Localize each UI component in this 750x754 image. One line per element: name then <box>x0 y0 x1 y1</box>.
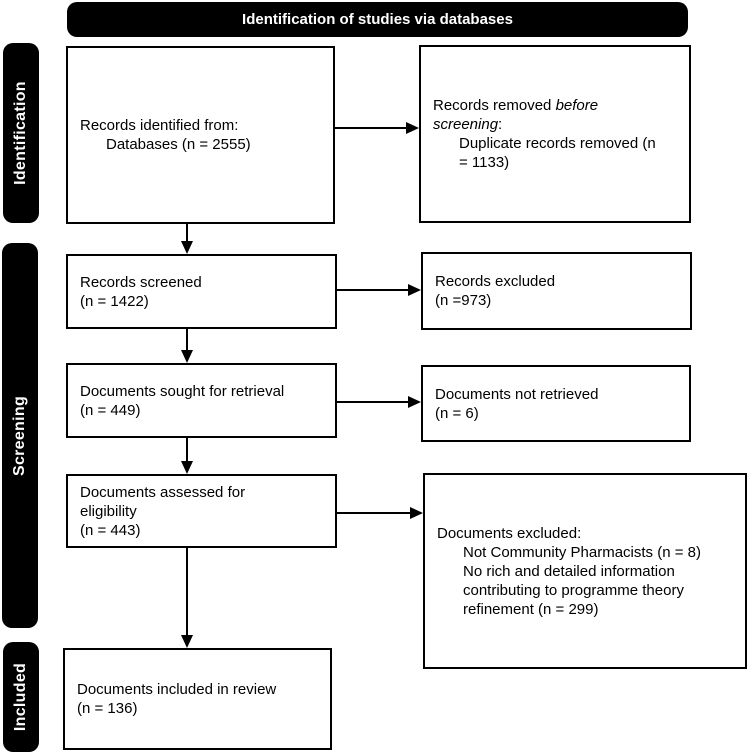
arrowhead-right-icon <box>410 507 423 519</box>
box-text-line: Documents excluded: <box>437 524 582 542</box>
box-text-line: Records removed before <box>433 97 599 114</box>
box-text-line: Databases (n = 2555) <box>106 136 251 153</box>
box-text-line: contributing to programme theory <box>463 581 684 599</box>
box-text-line: Records screened <box>80 273 202 291</box>
header-banner-label: Identification of studies via databases <box>242 11 513 28</box>
box-text-line: eligibility <box>80 502 137 520</box>
arrowhead-right-icon <box>408 284 421 296</box>
box-text-line: Documents not retrieved <box>435 385 599 403</box>
box-documents-excluded: Documents excluded: Not Community Pharma… <box>423 473 747 669</box>
box-text-line: refinement (n = 299) <box>463 600 599 618</box>
arrowhead-down-icon <box>181 461 193 474</box>
arrowhead-right-icon <box>408 396 421 408</box>
arrow-line <box>337 512 411 514</box>
arrowhead-down-icon <box>181 635 193 648</box>
stage-label-included-text: Included <box>12 662 29 732</box>
box-text-line: Records identified from: <box>80 117 239 134</box>
box-text-line: (n =973) <box>435 292 492 309</box>
box-text-line: Not Community Pharmacists (n = 8) <box>463 543 701 561</box>
arrow-line <box>335 127 407 129</box>
box-text-line: screening: <box>433 116 503 133</box>
arrowhead-down-icon <box>181 241 193 254</box>
stage-label-screening: Screening <box>2 243 38 628</box>
box-text-line: = 1133) <box>459 154 510 171</box>
arrowhead-down-icon <box>181 350 193 363</box>
box-documents-included-in-review: Documents included in review (n = 136) <box>63 648 332 750</box>
arrow-line <box>186 224 188 242</box>
box-text-line: (n = 1422) <box>80 292 149 310</box>
stage-label-screening-text: Screening <box>11 395 28 476</box>
box-text-line: (n = 449) <box>80 401 141 419</box>
box-documents-assessed-for-eligibility: Documents assessed for eligibility (n = … <box>66 474 337 548</box>
box-text-line: No rich and detailed information <box>463 562 675 580</box>
box-records-screened: Records screened (n = 1422) <box>66 254 337 329</box>
box-text-line: Documents sought for retrieval <box>80 382 285 400</box>
box-documents-sought-for-retrieval: Documents sought for retrieval (n = 449) <box>66 363 337 438</box>
arrow-line <box>337 401 409 403</box>
arrow-line <box>186 329 188 351</box>
box-text-line: (n = 6) <box>435 404 479 422</box>
box-text-line: Records excluded <box>435 273 556 290</box>
stage-label-included: Included <box>3 642 39 752</box>
box-records-excluded: Records excluded (n =973) <box>421 252 692 330</box>
stage-label-identification: Identification <box>3 43 39 223</box>
header-banner: Identification of studies via databases <box>67 2 688 37</box>
box-text-line: Duplicate records removed (n <box>459 135 656 152</box>
arrow-line <box>186 548 188 636</box>
box-text-line: Documents assessed for <box>80 483 246 501</box>
stage-label-identification-text: Identification <box>12 81 30 185</box>
box-documents-not-retrieved: Documents not retrieved (n = 6) <box>421 365 691 442</box>
box-records-removed-before-screening: Records removed before screening: Duplic… <box>419 45 691 223</box>
arrow-line <box>186 438 188 462</box>
box-text-line: Documents included in review <box>77 681 277 698</box>
arrow-line <box>337 289 409 291</box>
arrowhead-right-icon <box>406 122 419 134</box>
box-records-identified: Records identified from: Databases (n = … <box>66 46 335 224</box>
box-text-line: (n = 443) <box>80 521 141 539</box>
box-text-line: (n = 136) <box>77 700 138 717</box>
